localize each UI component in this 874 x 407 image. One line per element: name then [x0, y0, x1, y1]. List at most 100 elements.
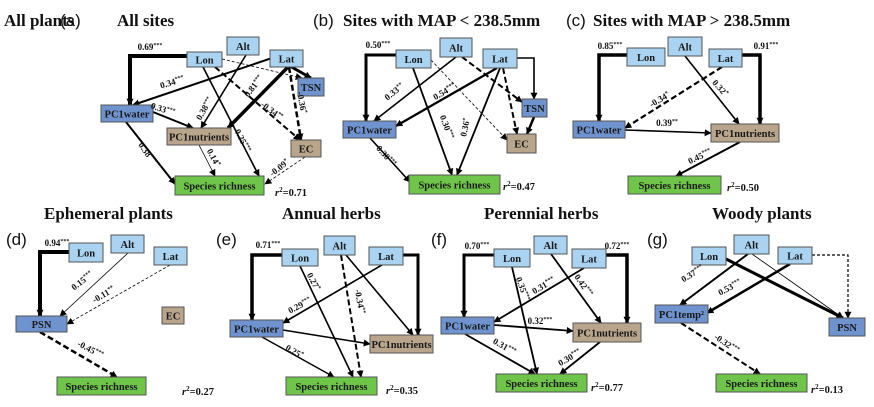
- path-arrow-pc1water-to-pc1nutrients: [493, 324, 574, 335]
- r-squared-label: r2=0.77: [591, 381, 623, 394]
- node-alt: Alt: [110, 234, 145, 254]
- node-label: Alt: [236, 42, 251, 53]
- path-arrow-lon-to-pc1water: [460, 253, 494, 318]
- node-box: [281, 248, 319, 267]
- node-box: [342, 120, 397, 139]
- node-label: Lat: [163, 252, 179, 263]
- node-label: Lon: [77, 249, 95, 260]
- node-label: EC: [514, 140, 529, 151]
- path-arrow-lon-to-tsn: [221, 58, 303, 80]
- path-arrow-alt-to-psn: [59, 252, 129, 317]
- panel-title: Sites with MAP < 238.5mm: [343, 11, 540, 30]
- node-label: Alt: [745, 241, 760, 252]
- node-label: Lat: [718, 54, 734, 65]
- node-label: Species richness: [638, 181, 710, 192]
- path-arrow-lat-to-psn: [66, 264, 171, 325]
- panel-title: Sites with MAP > 238.5mm: [593, 11, 790, 30]
- path-coefficient: 0.15***: [69, 269, 95, 292]
- node-box: [229, 319, 284, 338]
- path-arrow-psn-to-sr: [39, 330, 118, 379]
- node-psn: PSN: [828, 317, 866, 337]
- node-box: [495, 373, 588, 393]
- node-label: Lon: [637, 53, 655, 64]
- path-coefficient: 0.38***: [194, 95, 215, 121]
- path-coefficient: -0.36*: [295, 91, 309, 114]
- panel-title: Ephemeral plants: [44, 204, 173, 223]
- node-ec: EC: [506, 133, 537, 154]
- node-box: [493, 248, 531, 268]
- path-arrow-pc1nutrients-to-sr: [559, 341, 601, 375]
- path-arrow-alt-to-pc1nutrients: [684, 55, 740, 125]
- node-box: [269, 49, 304, 68]
- path-arrow-pc1nutrients-to-sr: [198, 144, 216, 177]
- node-label: PC1water: [234, 325, 279, 336]
- path-arrow-pc1water-to-pc1nutrients: [624, 129, 712, 137]
- node-ec: EC: [161, 306, 185, 325]
- node-box: [323, 235, 356, 256]
- path-arrow-lon-to-pc1water: [595, 53, 627, 122]
- node-alt: Alt: [533, 235, 568, 255]
- node-label: PC1nutrients: [371, 340, 431, 351]
- path-coefficient: 0.39**: [656, 118, 678, 128]
- path-coefficient: -0.45***: [76, 338, 105, 360]
- path-arrow-alt-to-pc1water: [373, 56, 457, 122]
- node-lon: Lon: [186, 51, 223, 68]
- panel-label: (f): [431, 230, 447, 249]
- node-label: PC1nutrients: [577, 329, 637, 340]
- node-box: [571, 248, 607, 269]
- path-coefficient: 0.32*: [710, 78, 730, 99]
- node-alt: Alt: [323, 235, 356, 256]
- node-sr: Species richness: [408, 174, 501, 195]
- path-coefficient: 0.50***: [366, 40, 391, 50]
- node-pc1water: PC1water: [440, 316, 495, 335]
- path-coefficient: 0.25*: [284, 342, 305, 360]
- path-coefficient: 0.37***: [679, 263, 705, 285]
- path-arrow-pc1temp-to-sr: [680, 322, 761, 375]
- node-label: Alt: [449, 44, 464, 55]
- node-label: TSN: [524, 104, 545, 115]
- path-arrow-pc1nutrients-to-sr: [675, 141, 741, 177]
- r-squared-label: r2=0.35: [386, 384, 418, 397]
- node-lat: Lat: [482, 48, 518, 69]
- node-label: PC1water: [577, 126, 622, 137]
- node-label: PSN: [837, 323, 857, 334]
- node-box: [226, 36, 260, 56]
- r-squared-label: r2=0.50: [727, 181, 759, 194]
- path-coefficient: 0.30***: [438, 114, 456, 141]
- path-coefficient: 0.85***: [598, 41, 623, 51]
- node-lon: Lon: [281, 248, 319, 267]
- panel-label: (a): [60, 11, 81, 30]
- path-arrow-lon-to-sr: [511, 266, 539, 375]
- node-box: [153, 246, 188, 266]
- panel-title: All sites: [117, 11, 175, 30]
- node-label: Species richness: [295, 382, 367, 393]
- figure-group-title: All plants: [4, 11, 75, 30]
- path-coefficient: 0.70***: [465, 241, 490, 251]
- node-box: [290, 139, 322, 158]
- node-box: [708, 48, 743, 68]
- path-arrow-pc1water-to-sr: [369, 137, 411, 183]
- node-lat: Lat: [777, 246, 813, 265]
- path-coefficient: 0.30***: [556, 347, 582, 368]
- path-coefficient: -0.09*: [268, 157, 291, 178]
- node-sr: Species richness: [56, 376, 147, 396]
- node-label: Species richness: [65, 382, 137, 393]
- node-label: Lat: [378, 252, 394, 263]
- path-coefficient: 0.71***: [256, 240, 281, 250]
- node-label: Lon: [291, 254, 309, 265]
- node-label: TSN: [301, 83, 322, 94]
- node-label: EC: [299, 145, 314, 156]
- path-arrow-alt-to-pc1nutrients: [200, 54, 247, 129]
- node-label: EC: [166, 312, 181, 323]
- node-box: [439, 37, 473, 58]
- node-box: [297, 77, 325, 97]
- node-label: Lat: [581, 255, 597, 266]
- node-pc1nutrients: PC1nutrients: [710, 123, 780, 143]
- panel-label: (b): [313, 11, 334, 30]
- path-arrow-lon-to-sr: [299, 265, 354, 378]
